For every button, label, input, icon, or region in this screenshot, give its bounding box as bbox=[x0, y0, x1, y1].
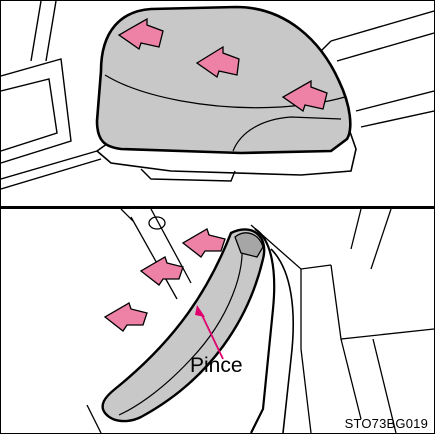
pince-label: Pince bbox=[190, 354, 243, 378]
mirror-cover-drawing bbox=[1, 1, 434, 207]
bottom-panel-cover-rim bbox=[1, 209, 434, 433]
figure-code: STO73BG019 bbox=[345, 416, 428, 431]
top-panel-mirror-cover bbox=[1, 1, 434, 207]
cover-rim-drawing bbox=[1, 209, 434, 433]
